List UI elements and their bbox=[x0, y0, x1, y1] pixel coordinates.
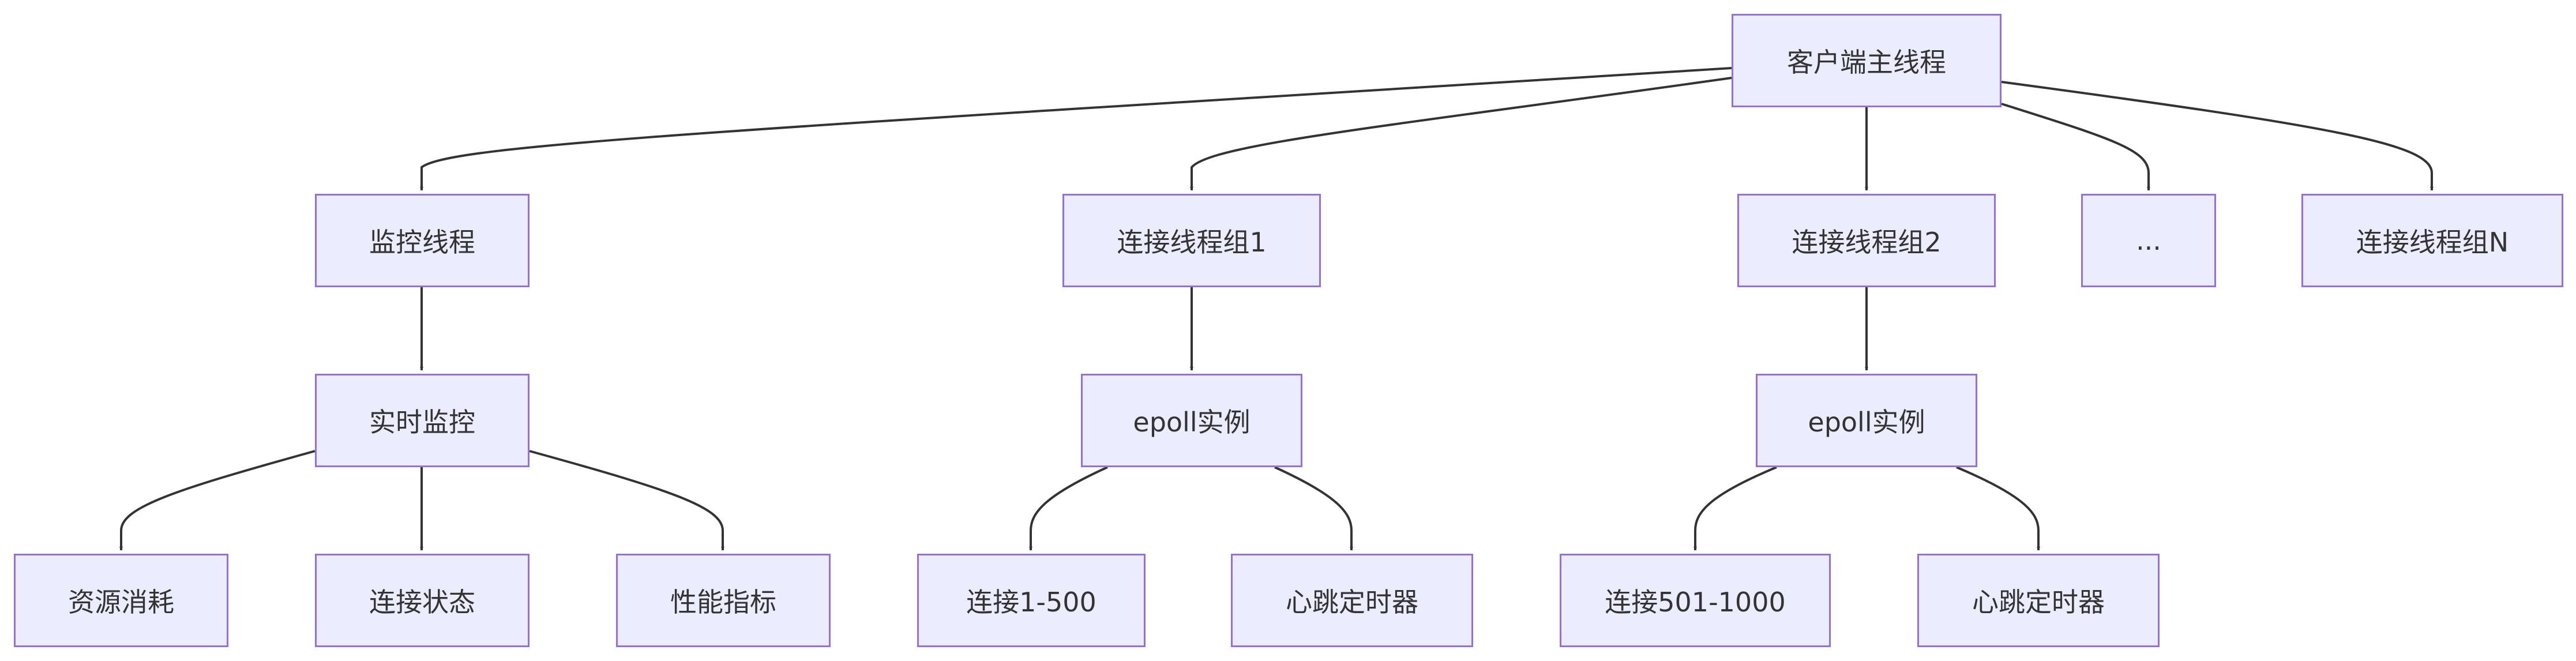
edge-epoll1-to-conn-1-500 bbox=[1029, 466, 1108, 550]
node-heartbeat-timer-1: 心跳定时器 bbox=[1231, 554, 1473, 647]
node-epoll-instance-2: epoll实例 bbox=[1756, 374, 1977, 467]
node-label: 连接线程组1 bbox=[1117, 227, 1267, 258]
node-label: ... bbox=[2136, 225, 2161, 256]
node-label: 连接线程组N bbox=[2356, 227, 2509, 258]
node-performance-metrics: 性能指标 bbox=[616, 554, 831, 647]
edge-main-thread-to-group1 bbox=[1190, 77, 1732, 190]
node-label: 心跳定时器 bbox=[1972, 587, 2105, 618]
node-ellipsis: ... bbox=[2081, 194, 2216, 287]
edge-epoll1-to-heartbeat1 bbox=[1274, 466, 1353, 550]
node-label: 监控线程 bbox=[369, 227, 475, 258]
node-label: 实时监控 bbox=[369, 407, 475, 438]
node-label: epoll实例 bbox=[1808, 407, 1925, 438]
edge-main-thread-to-ellipsis bbox=[2001, 103, 2150, 190]
node-resource-usage: 资源消耗 bbox=[14, 554, 228, 647]
node-epoll-instance-1: epoll实例 bbox=[1081, 374, 1302, 467]
node-realtime-monitor: 实时监控 bbox=[315, 374, 530, 467]
edge-main-thread-to-monitor-thread bbox=[420, 67, 1732, 190]
node-label: 性能指标 bbox=[670, 587, 776, 618]
node-label: 连接状态 bbox=[369, 587, 475, 618]
node-label: 心跳定时器 bbox=[1286, 587, 1418, 618]
edge-epoll2-to-conn-501-1000 bbox=[1693, 466, 1777, 550]
node-connection-group-n: 连接线程组N bbox=[2301, 194, 2563, 287]
node-heartbeat-timer-2: 心跳定时器 bbox=[1917, 554, 2160, 647]
node-connection-group-1: 连接线程组1 bbox=[1062, 194, 1321, 287]
node-connections-501-1000: 连接501-1000 bbox=[1560, 554, 1831, 647]
node-monitor-thread: 监控线程 bbox=[315, 194, 530, 287]
edge-main-thread-to-groupN bbox=[2001, 81, 2434, 190]
node-label: 客户端主线程 bbox=[1787, 47, 1946, 78]
edge-group bbox=[119, 67, 2434, 550]
edge-realtime-monitor-to-resource bbox=[119, 450, 316, 550]
node-connection-status: 连接状态 bbox=[315, 554, 530, 647]
node-label: epoll实例 bbox=[1133, 407, 1251, 438]
node-label: 连接1-500 bbox=[966, 587, 1097, 618]
node-connection-group-2: 连接线程组2 bbox=[1737, 194, 1996, 287]
node-label: 连接线程组2 bbox=[1792, 227, 1942, 258]
node-label: 资源消耗 bbox=[68, 587, 174, 618]
node-main-thread: 客户端主线程 bbox=[1732, 14, 2002, 107]
edge-epoll2-to-heartbeat2 bbox=[1956, 466, 2040, 550]
node-connections-1-500: 连接1-500 bbox=[917, 554, 1146, 647]
edge-realtime-monitor-to-perf bbox=[529, 450, 724, 550]
node-label: 连接501-1000 bbox=[1605, 587, 1786, 618]
